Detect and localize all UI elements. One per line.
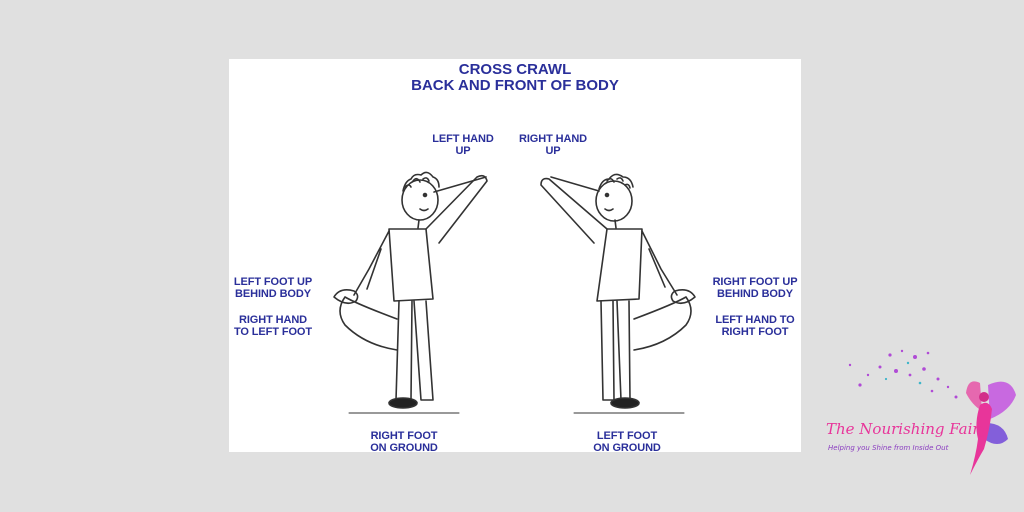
label-left-hand-to-right-foot-line2: RIGHT FOOT xyxy=(721,326,789,338)
label-right-hand-up: RIGHT HAND UP xyxy=(515,133,591,157)
left-figure xyxy=(333,171,488,414)
label-left-foot-behind-line1: LEFT FOOT UP xyxy=(233,276,313,288)
label-left-hand-to-right-foot-line1: LEFT HAND TO xyxy=(715,314,795,326)
label-right-hand-to-left-foot: RIGHT HAND TO LEFT FOOT xyxy=(229,314,317,338)
label-left-hand-up-line1: LEFT HAND xyxy=(432,133,494,145)
brand-tagline: Helping you Shine from Inside Out xyxy=(828,444,949,452)
label-right-hand-to-left-foot-line1: RIGHT HAND xyxy=(238,314,308,326)
illustration-panel: CROSS CRAWL BACK AND FRONT OF BODY xyxy=(229,59,801,452)
label-left-hand-to-right-foot: LEFT HAND TO RIGHT FOOT xyxy=(709,314,801,338)
label-right-foot-behind: RIGHT FOOT UP BEHIND BODY xyxy=(709,276,801,300)
label-right-foot-behind-line1: RIGHT FOOT UP xyxy=(712,276,798,288)
label-left-foot-behind-line2: BEHIND BODY xyxy=(235,288,311,300)
label-left-foot-on-ground-line1: LEFT FOOT xyxy=(596,430,658,442)
label-right-foot-on-ground-line2: ON GROUND xyxy=(370,442,438,452)
brand-name: The Nourishing Fairy xyxy=(826,420,989,438)
right-figure xyxy=(540,173,696,414)
label-left-foot-on-ground: LEFT FOOT ON GROUND xyxy=(587,430,667,452)
label-left-hand-up-line2: UP xyxy=(455,145,471,157)
illustration-title: CROSS CRAWL xyxy=(458,61,572,78)
illustration-subtitle: BACK AND FRONT OF BODY xyxy=(411,77,619,94)
cross-crawl-drawing xyxy=(333,171,696,414)
label-right-foot-on-ground-line1: RIGHT FOOT xyxy=(370,430,438,442)
label-right-foot-on-ground: RIGHT FOOT ON GROUND xyxy=(364,430,444,452)
label-left-foot-on-ground-line2: ON GROUND xyxy=(593,442,661,452)
fairy-logo-icon xyxy=(848,349,1016,475)
label-right-hand-up-line1: RIGHT HAND xyxy=(518,133,588,145)
label-right-hand-to-left-foot-line2: TO LEFT FOOT xyxy=(233,326,313,338)
label-left-hand-up: LEFT HAND UP xyxy=(429,133,497,157)
label-right-foot-behind-line2: BEHIND BODY xyxy=(717,288,793,300)
label-right-hand-up-line2: UP xyxy=(545,145,561,157)
label-left-foot-behind: LEFT FOOT UP BEHIND BODY xyxy=(229,276,317,300)
